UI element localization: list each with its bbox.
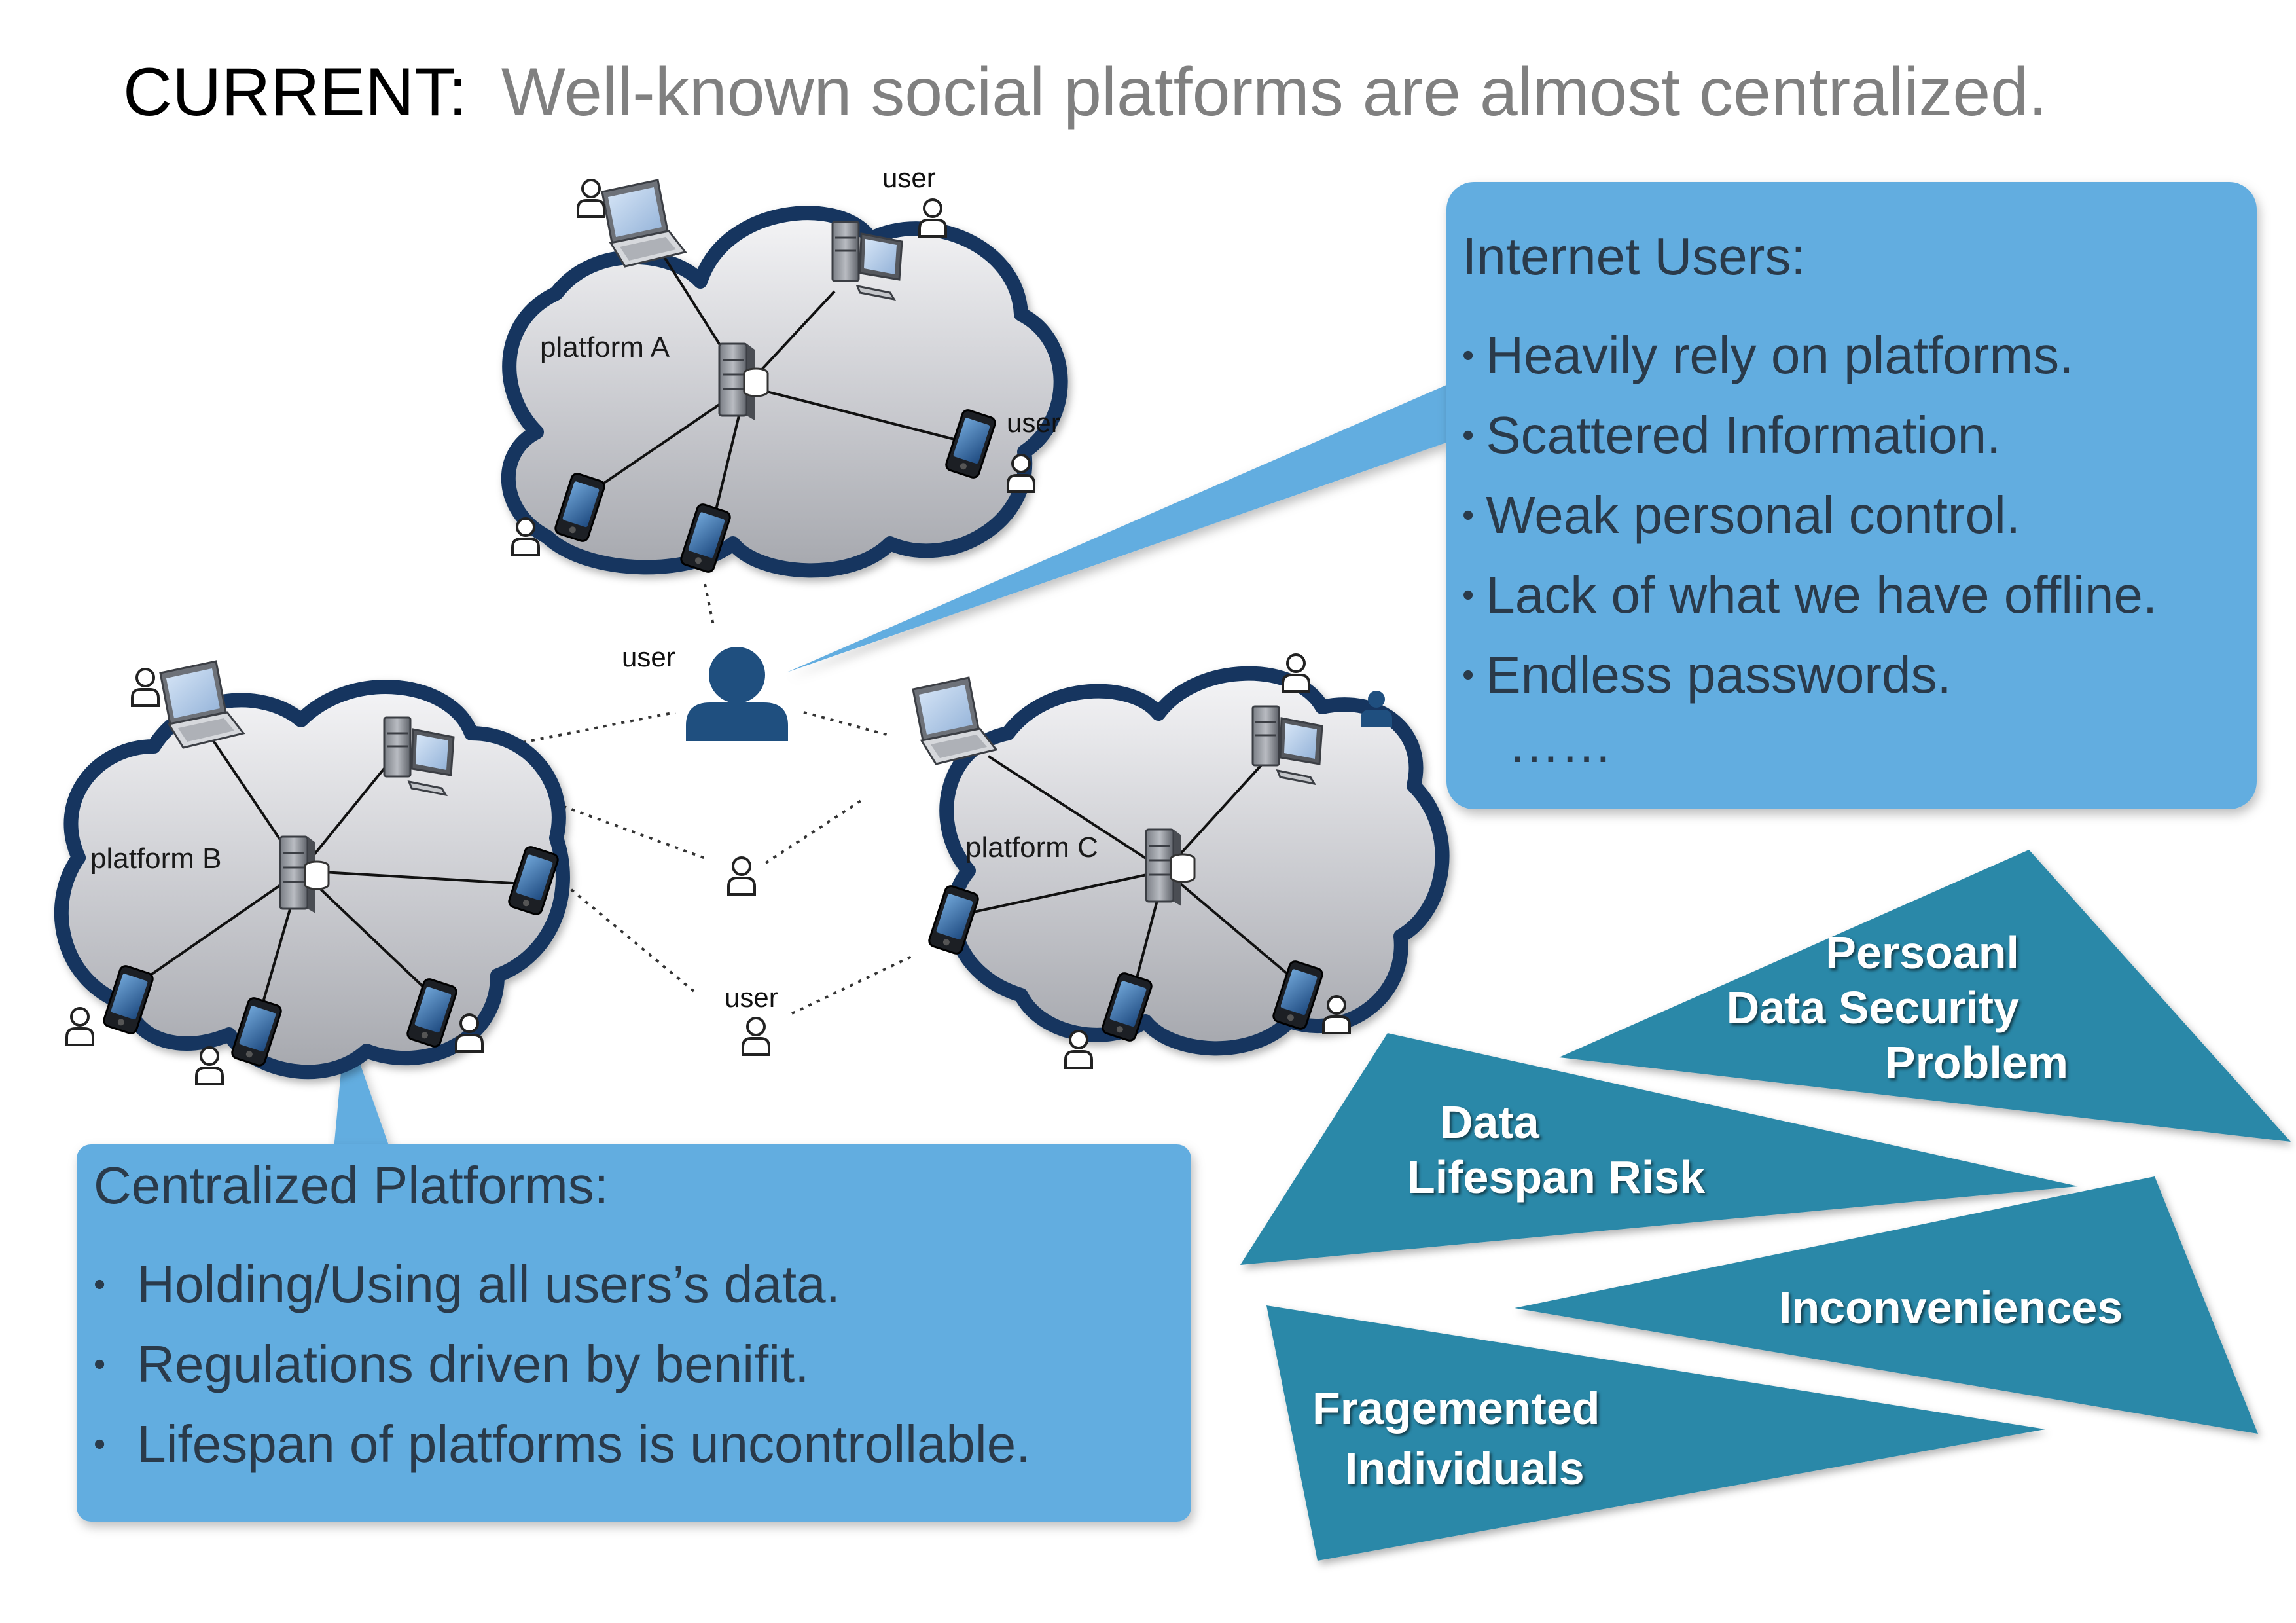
item-text: Regulations driven by benifit. [137,1335,810,1393]
user-label: user [725,982,778,1013]
person-icon [577,179,605,218]
centralized-platforms-text: Centralized Platforms: • Holding/Using al… [94,1156,1030,1484]
person-icon [131,668,160,707]
centralized-platforms-item: • Regulations driven by benifit. [94,1324,1030,1404]
centralized-platforms-heading: Centralized Platforms: [94,1156,609,1214]
central-user-icon [686,647,788,741]
item-text: Holding/Using all users’s data. [137,1255,840,1313]
security-line-3: Problem [1884,1037,2068,1088]
centralized-platforms-item: • Lifespan of platforms is uncontrollable… [94,1404,1030,1484]
title-prefix: CURRENT: [123,54,467,130]
internet-users-text: Internet Users: • Heavily rely on platfor… [1462,227,2157,774]
internet-users-item: • Endless passwords. [1462,635,2157,715]
inconveniences-label: Inconveniences [1779,1282,2123,1333]
lifespan-line-1: Data [1440,1097,1539,1148]
user-label: user [882,162,936,193]
person-icon [65,1007,94,1046]
platform-b-label: platform B [90,843,222,875]
cloud-platform-a: platform A [501,206,1068,578]
centralized-platforms-item: • Holding/Using all users’s data. [94,1245,1030,1324]
internet-users-heading: Internet Users: [1462,227,1806,285]
fragmented-individuals-label: Fragemented Individuals [1312,1378,1600,1499]
bullet-icon: • [1462,656,1475,694]
user-label: user [622,642,675,672]
item-text: Scattered Information. [1486,406,2001,464]
item-text: Weak personal control. [1486,486,2020,544]
platform-a-label: platform A [540,331,670,363]
item-text: Lack of what we have offline. [1486,566,2158,624]
fragmented-line-2: Individuals [1345,1443,1585,1494]
internet-users-ellipsis: …… [1508,715,1613,773]
lifespan-line-2: Lifespan Risk [1407,1152,1706,1203]
security-line-2: Data Security [1726,982,2019,1033]
internet-users-item: • Heavily rely on platforms. [1462,316,2157,395]
bullet-icon: • [94,1266,106,1304]
internet-users-item: • Lack of what we have offline. [1462,555,2157,635]
lifespan-risk-label: Data Lifespan Risk [1407,1095,1705,1205]
item-text: Endless passwords. [1486,646,1952,704]
slide-title: CURRENT: Well-known social platforms are … [123,54,2047,132]
bullet-icon: • [94,1345,106,1383]
solid-person-icon [1361,691,1392,727]
bullet-icon: • [1462,496,1475,534]
problem-triangles [1240,850,2291,1561]
internet-users-callout [787,182,2257,809]
item-text: Lifespan of platforms is uncontrollable. [137,1415,1031,1473]
person-icon [1064,1030,1093,1069]
internet-users-item: • Weak personal control. [1462,475,2157,555]
person-icon [918,198,947,238]
person-icon [195,1046,224,1085]
internet-users-item: • Scattered Information. [1462,395,2157,475]
laptop-c-icon [912,676,997,765]
bullet-icon: • [94,1425,106,1463]
fragmented-line-1: Fragemented [1312,1383,1600,1434]
bullet-icon: • [1462,337,1475,374]
platform-c-label: platform C [965,831,1098,864]
person-icon [727,856,756,896]
title-statement: Well-known social platforms are almost c… [501,54,2047,130]
user-label: user [1007,407,1060,438]
item-text: Heavily rely on platforms. [1486,326,2074,384]
person-icon [742,1017,770,1056]
bullet-icon: • [1462,416,1475,454]
bullet-icon: • [1462,576,1475,614]
security-line-1: Persoanl [1825,927,2019,978]
